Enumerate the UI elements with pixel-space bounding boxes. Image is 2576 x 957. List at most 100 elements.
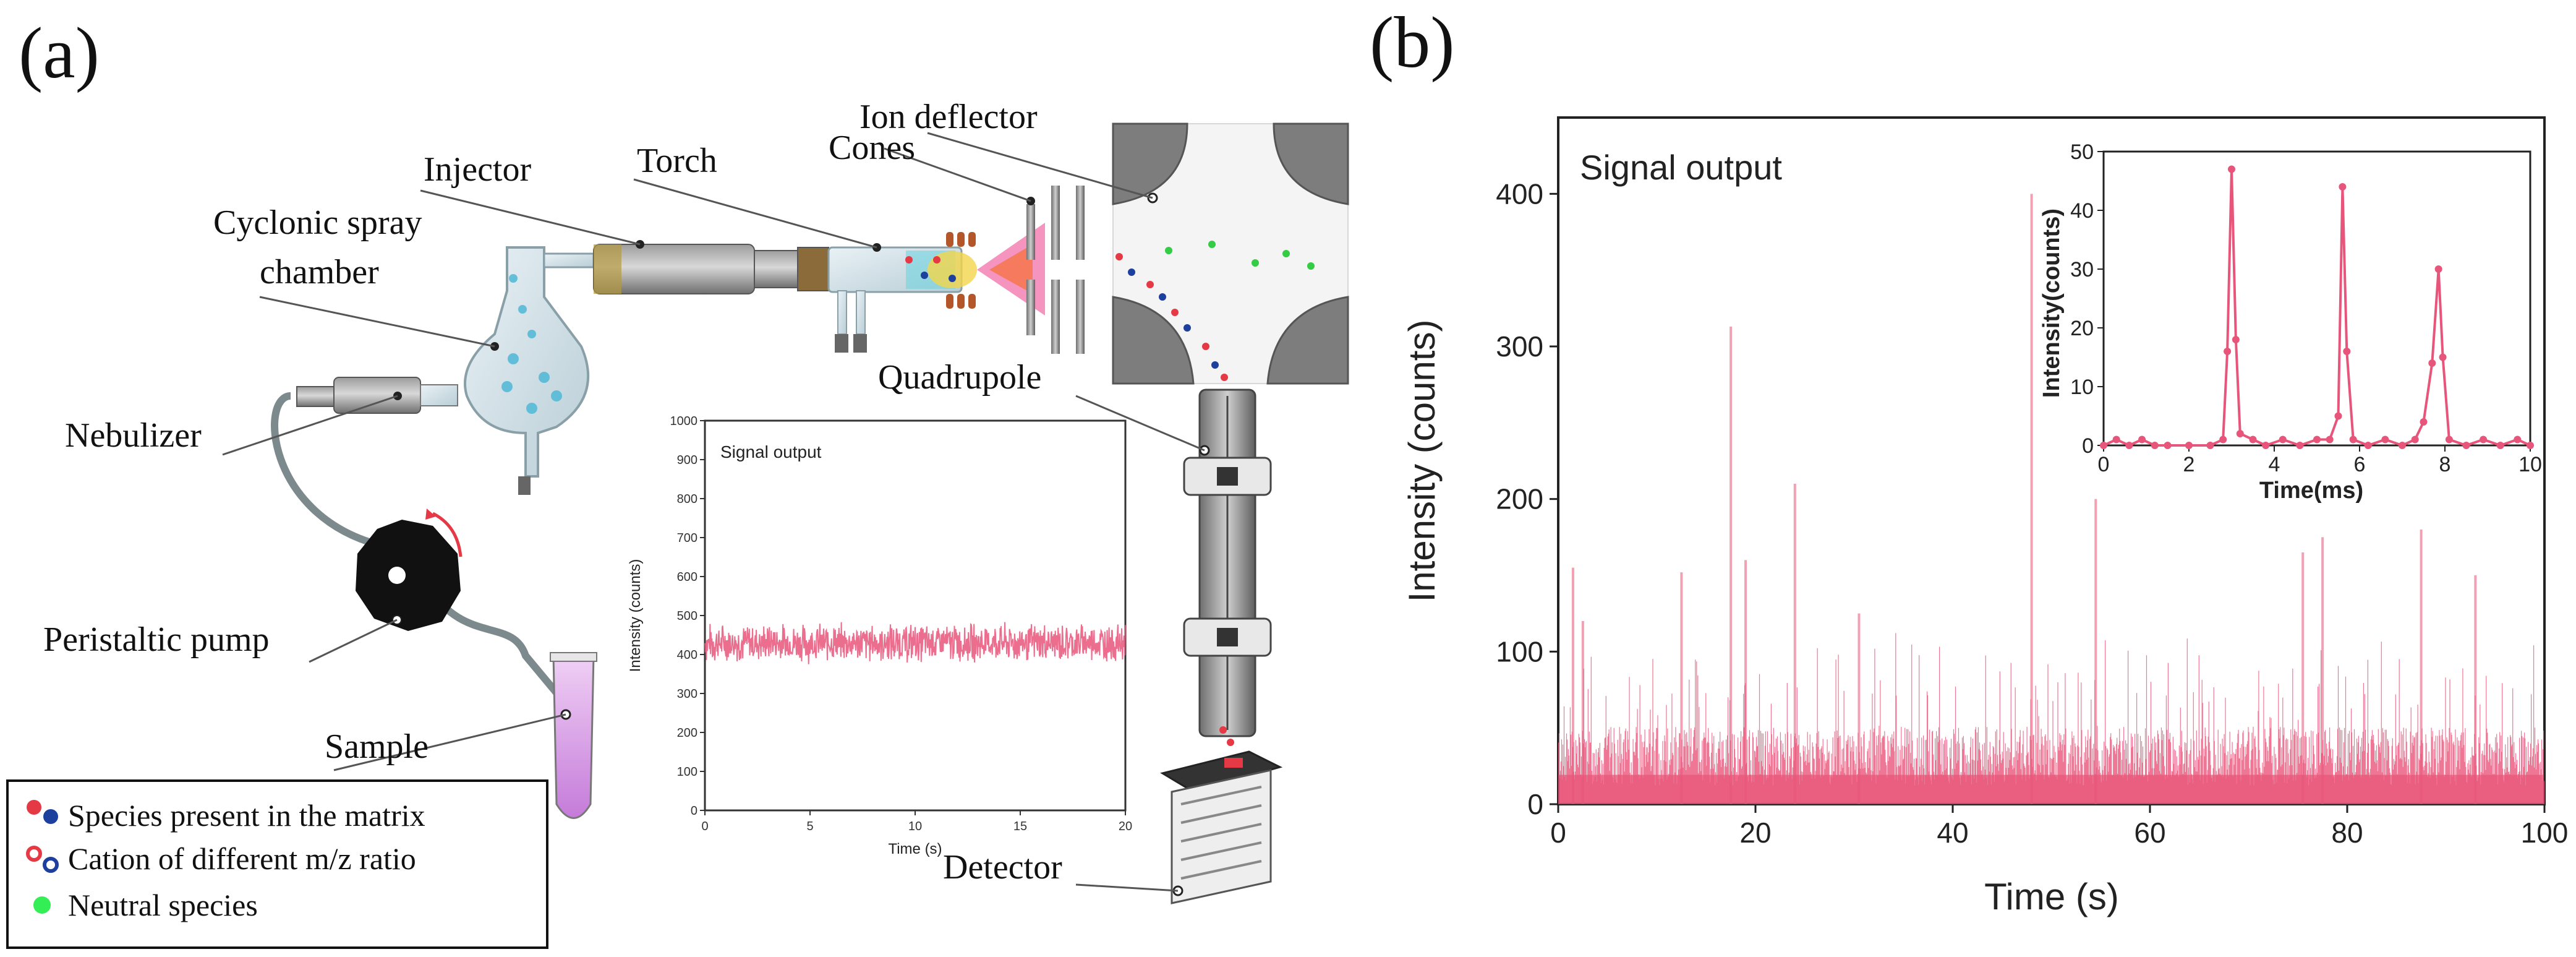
- nebulizer-device: [296, 377, 458, 414]
- inset-a-ytick-label: 100: [677, 765, 697, 779]
- inset-signal-chart-a: Signal output Time (s) Intensity (counts…: [627, 414, 1132, 857]
- inset-b-point: [2112, 436, 2120, 444]
- inset-a-xtick-label: 20: [1119, 820, 1132, 833]
- main-ylabel: Intensity (counts): [1401, 320, 1443, 603]
- inset-a-signal-band: [704, 622, 1126, 664]
- inset-a-ytick-label: 1000: [670, 414, 698, 428]
- main-xtick-label: 60: [2134, 817, 2165, 849]
- detector-device: [1160, 750, 1283, 904]
- main-ytick-label: 400: [1496, 178, 1543, 210]
- label-cyclonic-line1: Cyclonic spray: [213, 204, 422, 242]
- legend: Species present in the matrix Cation of …: [6, 779, 548, 949]
- inset-b-xtick-label: 6: [2354, 453, 2366, 476]
- tubing-upper: [271, 392, 378, 548]
- inset-b-plot-frame: [2102, 150, 2531, 447]
- inset-b-xtick-label: 10: [2518, 453, 2542, 476]
- inset-b-point: [2334, 412, 2342, 420]
- inset-b-point: [2445, 436, 2453, 444]
- inset-a-ytick-label: 800: [677, 492, 697, 506]
- panel-a-label: (a): [19, 12, 100, 93]
- main-xtick-label: 20: [1739, 817, 1771, 849]
- panel-a: (a): [6, 12, 1349, 949]
- inset-b-point: [2151, 442, 2159, 449]
- inset-b-ylabel: Intensity(counts): [2039, 208, 2065, 398]
- inset-b-point: [2399, 442, 2406, 449]
- inset-b-point: [2236, 430, 2244, 437]
- injector-device: [593, 240, 829, 294]
- inset-b-point: [2420, 418, 2428, 426]
- inset-a-xlabel: Time (s): [888, 841, 942, 857]
- inset-b-ytick-label: 0: [2082, 434, 2094, 458]
- leader-lines: [222, 132, 1205, 892]
- label-peristaltic-pump: Peristaltic pump: [43, 620, 270, 659]
- inset-b-point: [2185, 442, 2193, 449]
- main-ytick-label: 200: [1496, 483, 1543, 515]
- inset-b-point: [2164, 442, 2172, 449]
- label-detector: Detector: [943, 848, 1062, 886]
- label-sample: Sample: [325, 727, 429, 766]
- inset-b-ytick-label: 30: [2070, 258, 2094, 281]
- inset-b-point: [2411, 436, 2419, 444]
- inset-a-xtick-label: 15: [1013, 820, 1027, 833]
- inset-b-xtick-label: 4: [2269, 453, 2280, 476]
- label-cyclonic-line2: chamber: [260, 253, 379, 291]
- inset-b-xtick-label: 2: [2183, 453, 2195, 476]
- inset-b-xlabel: Time(ms): [2259, 478, 2363, 504]
- inset-b-point: [2228, 165, 2235, 173]
- inset-b-point: [2439, 353, 2447, 361]
- inset-b-point: [2279, 436, 2287, 444]
- inset-b-point: [2125, 442, 2133, 449]
- inset-a-ytick-label: 0: [691, 804, 697, 818]
- inset-b-point: [2434, 265, 2442, 273]
- inset-b-peak-line: [2100, 165, 2534, 449]
- inset-b-point: [2496, 442, 2504, 449]
- sample-tube: [550, 652, 597, 819]
- peristaltic-pump-device: [356, 509, 463, 631]
- main-xtick-label: 80: [2331, 817, 2363, 849]
- label-nebulizer: Nebulizer: [65, 416, 202, 455]
- inset-b-xtick-label: 0: [2098, 453, 2110, 476]
- inset-b-point: [2206, 442, 2214, 449]
- inset-b-point: [2100, 442, 2107, 449]
- torch-device: [827, 232, 977, 353]
- inset-b-point: [2326, 436, 2334, 444]
- inset-b-point: [2462, 442, 2470, 449]
- ion-deflector: [1112, 122, 1349, 385]
- inset-b-point: [2219, 436, 2227, 444]
- inset-b-point: [2313, 436, 2321, 444]
- label-torch: Torch: [637, 142, 717, 180]
- inset-b-point: [2339, 183, 2347, 191]
- inset-a-ytick-label: 500: [677, 609, 697, 623]
- legend-item-matrix: Species present in the matrix: [68, 798, 425, 833]
- inset-b-point: [2138, 436, 2146, 444]
- inset-a-ytick-label: 700: [677, 531, 697, 545]
- label-ion-deflector: Ion deflector: [859, 98, 1038, 136]
- inset-a-ytick-label: 400: [677, 648, 697, 662]
- tubing-lower: [430, 591, 560, 695]
- inset-b-point: [2480, 436, 2488, 444]
- legend-item-neutral: Neutral species: [68, 888, 258, 922]
- main-signal-spikes: [1571, 194, 2477, 804]
- inset-b-background: [2102, 142, 2541, 452]
- main-xtick-label: 100: [2521, 817, 2569, 849]
- label-quadrupole: Quadrupole: [878, 358, 1041, 397]
- inset-b-point: [2249, 436, 2257, 444]
- main-ytick-label: 0: [1527, 788, 1543, 820]
- inset-b-point: [2224, 348, 2232, 355]
- legend-item-cation: Cation of different m/z ratio: [68, 841, 416, 876]
- quadrupole-device: [1183, 388, 1272, 746]
- main-signal-floor: [1559, 775, 2543, 803]
- main-ytick-label: 300: [1496, 330, 1543, 363]
- inset-b-point: [2527, 442, 2534, 449]
- inset-a-xtick-label: 5: [806, 820, 813, 833]
- inset-a-ylabel: Intensity (counts): [627, 559, 644, 672]
- inset-a-ytick-label: 200: [677, 726, 697, 740]
- main-signal-bars: [1558, 633, 2545, 804]
- inset-b-point: [2349, 436, 2357, 444]
- inset-b-point: [2262, 442, 2270, 449]
